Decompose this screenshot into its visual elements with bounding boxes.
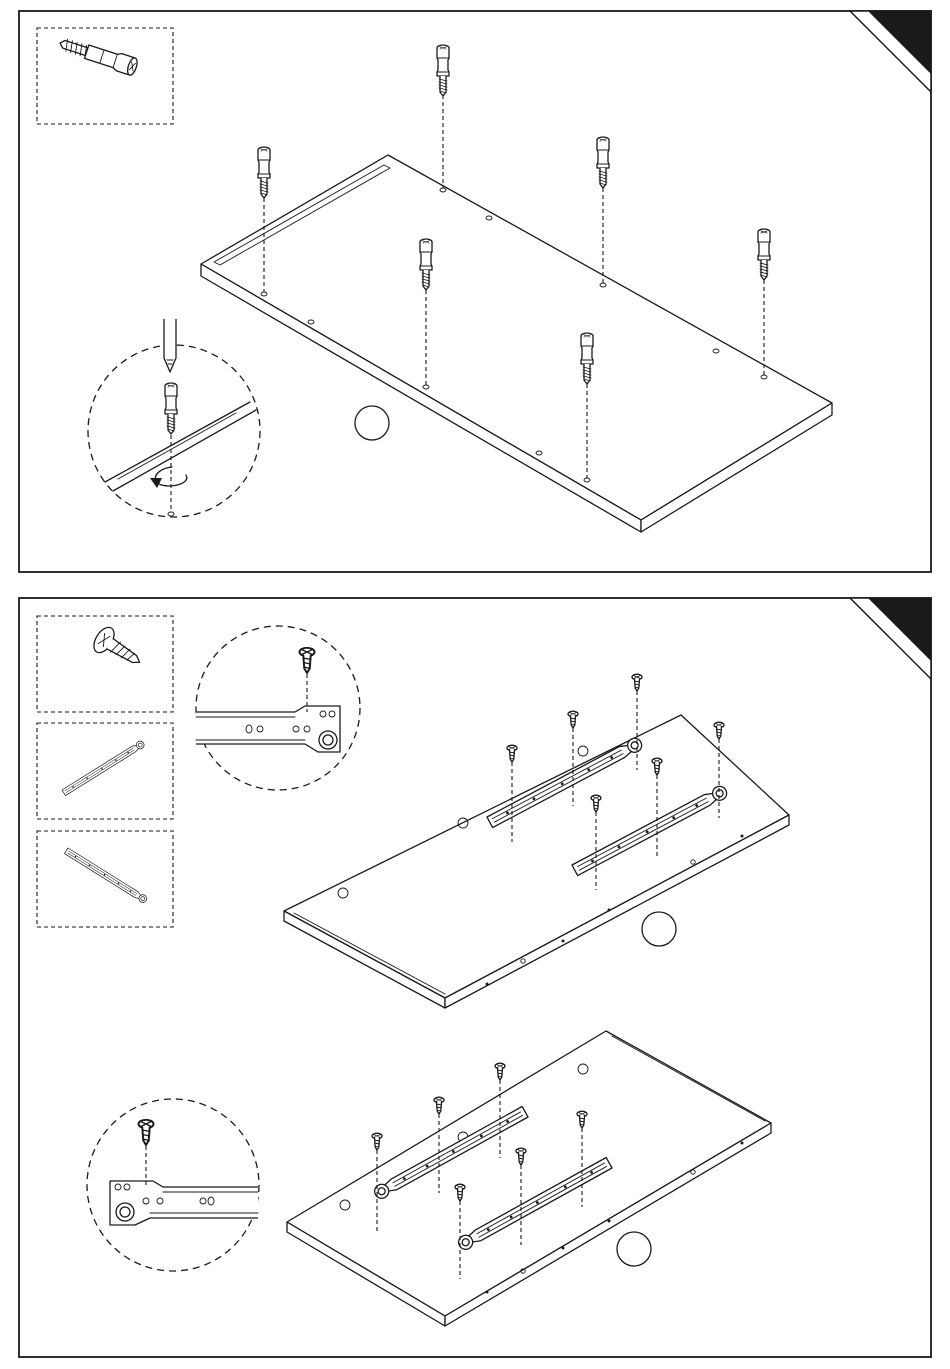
corner-tab xyxy=(850,598,931,679)
panel-bottom xyxy=(19,598,931,1357)
side-panel-left xyxy=(284,715,789,1008)
detail-zoom-circles xyxy=(87,1099,259,1271)
wood-screw-icon xyxy=(90,624,147,674)
rotate-arrow-icon xyxy=(150,467,187,488)
cam-dowel-icon xyxy=(57,34,139,76)
hardware-box-screw xyxy=(37,616,173,712)
step-label-circle xyxy=(617,1232,651,1266)
screwdriver-detail xyxy=(88,319,260,517)
panel-top xyxy=(19,11,931,572)
drawer-slide-rail-icon xyxy=(64,848,148,904)
side-panel-right xyxy=(287,1031,771,1326)
hardware-box-rail-2 xyxy=(37,831,173,927)
step-label-circle xyxy=(355,406,389,440)
hardware-box-dowel xyxy=(37,28,173,124)
step-label-circle xyxy=(642,912,676,946)
drawer-slide-rail-icon xyxy=(62,740,146,796)
panel-board xyxy=(201,155,832,532)
detail-zoom-circles xyxy=(196,626,360,790)
corner-tab xyxy=(850,11,931,92)
hardware-box-rail-1 xyxy=(37,723,173,819)
